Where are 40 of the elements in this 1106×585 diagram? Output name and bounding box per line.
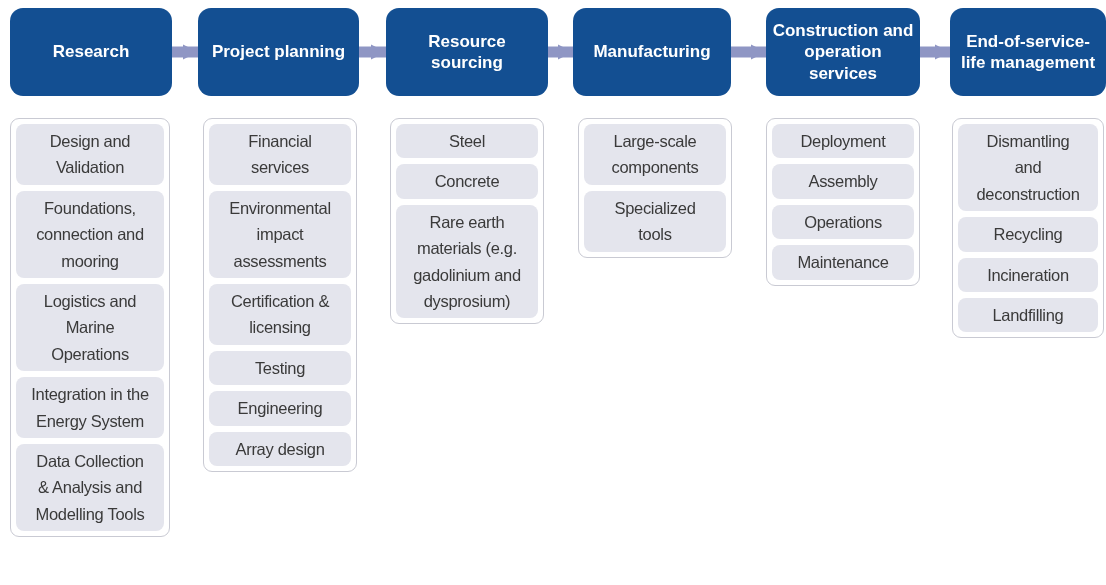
activity-panel bbox=[952, 118, 1104, 339]
activity-panel bbox=[10, 118, 170, 538]
activity-panel bbox=[203, 118, 357, 472]
activity-item: Maintenance bbox=[772, 245, 914, 280]
activity-item: Foundations, connection and mooring bbox=[16, 190, 164, 278]
activity-item: Concrete bbox=[396, 164, 538, 199]
activity-item: Landfilling bbox=[958, 297, 1098, 333]
activity-panel bbox=[578, 118, 732, 258]
activity-item: Operations bbox=[772, 204, 914, 240]
stage-box: Construction and operation services bbox=[766, 8, 920, 96]
activity-item: Incineration bbox=[958, 257, 1098, 292]
activity-item: Engineering bbox=[209, 391, 351, 426]
activity-item: Environmental impact assessments bbox=[209, 190, 351, 278]
activity-item: Specialized tools bbox=[584, 190, 726, 252]
activity-item: Logistics and Marine Operations bbox=[16, 283, 164, 372]
activity-item: Large-scale components bbox=[584, 124, 726, 185]
stage-box: Resource sourcing bbox=[386, 8, 548, 96]
activity-panel bbox=[390, 118, 544, 325]
flow-arrow bbox=[731, 44, 766, 60]
activity-item: Testing bbox=[209, 350, 351, 386]
activity-panel bbox=[766, 118, 920, 286]
activity-item: Rare earth materials (e.g. gadolinium and dysprosium) bbox=[396, 204, 538, 319]
stage-box: End-of-service-life management bbox=[950, 8, 1106, 96]
stage-box: Manufacturing bbox=[573, 8, 731, 96]
activity-item: Dismantling and deconstruction bbox=[958, 124, 1098, 212]
stage-box: Project planning bbox=[198, 8, 359, 96]
activity-item: Steel bbox=[396, 124, 538, 159]
activity-item: Deployment bbox=[772, 124, 914, 159]
stage-box: Research bbox=[10, 8, 172, 96]
activity-item: Integration in the Energy System bbox=[16, 377, 164, 438]
flow-arrow bbox=[548, 44, 573, 60]
flow-arrow bbox=[359, 44, 386, 60]
activity-item: Data Collection & Analysis and Modelling Tools bbox=[16, 443, 164, 532]
activity-item: Financial services bbox=[209, 124, 351, 185]
activity-item: Recycling bbox=[958, 217, 1098, 252]
activity-item: Assembly bbox=[772, 164, 914, 199]
flow-arrow bbox=[172, 44, 198, 60]
activity-item: Certification & licensing bbox=[209, 283, 351, 345]
activity-item: Design and Validation bbox=[16, 124, 164, 185]
activity-item: Array design bbox=[209, 431, 351, 466]
